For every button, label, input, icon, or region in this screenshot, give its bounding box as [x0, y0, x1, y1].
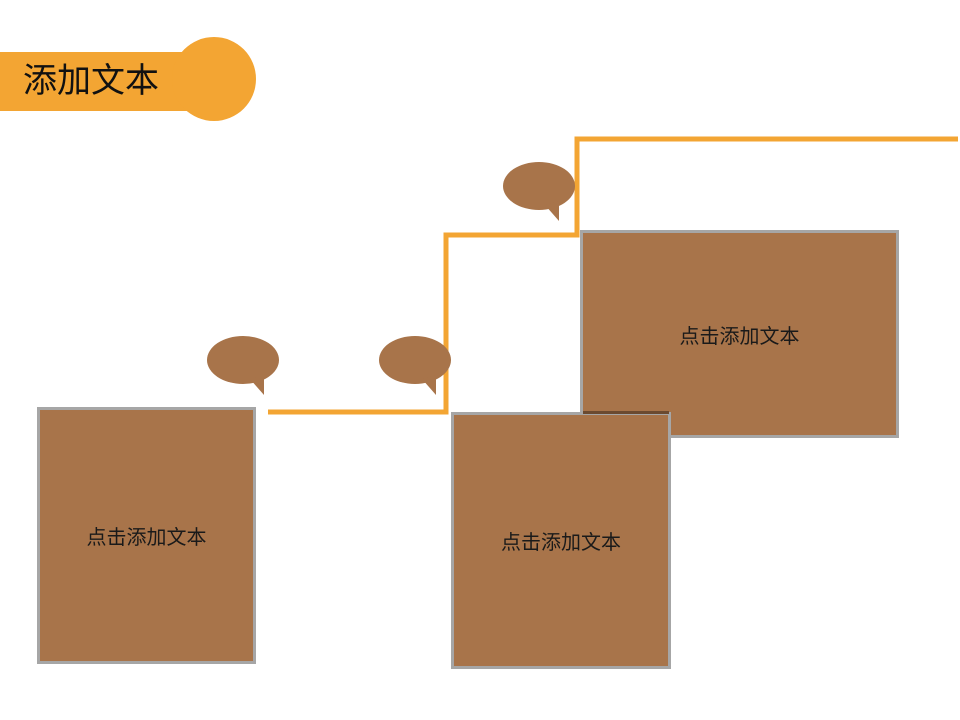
- box-overlap-edge: [583, 411, 669, 414]
- text-box-left[interactable]: 点击添加文本: [37, 407, 256, 664]
- text-box-label: 点击添加文本: [679, 323, 800, 348]
- title-banner-circle: [172, 37, 256, 121]
- title-banner: [0, 52, 200, 111]
- slide-title: 添加文本: [23, 61, 159, 101]
- speech-bubble-icon: [379, 336, 451, 395]
- text-box-right[interactable]: 点击添加文本: [580, 230, 899, 438]
- text-box-center[interactable]: 点击添加文本: [451, 412, 671, 669]
- speech-bubble-icon: [207, 336, 279, 395]
- text-box-label: 点击添加文本: [86, 525, 207, 549]
- speech-bubble-icon: [503, 162, 575, 221]
- text-box-label: 点击添加文本: [501, 530, 621, 554]
